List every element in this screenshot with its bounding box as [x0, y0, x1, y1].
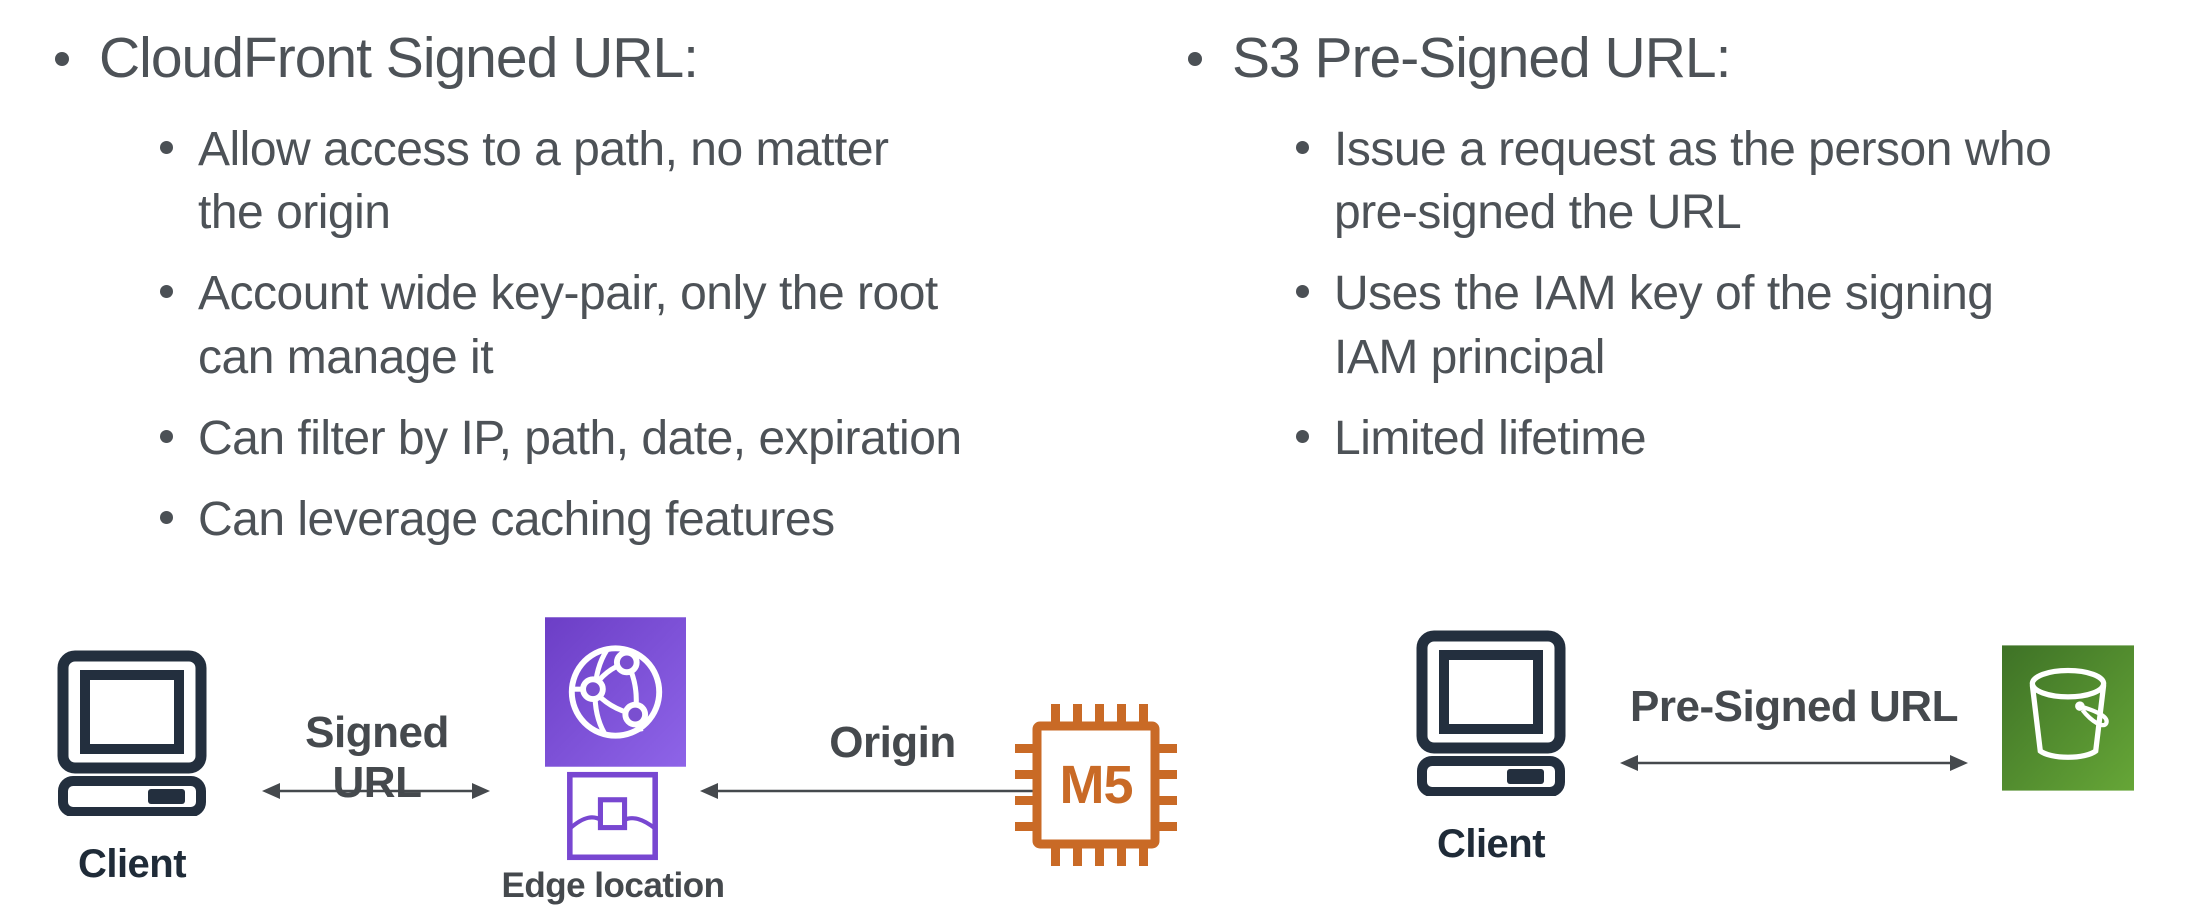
bullet-icon [1296, 285, 1309, 299]
edge-location-label: Edge location [501, 866, 725, 905]
right-heading: S3 Pre-Signed URL: [1232, 26, 1731, 90]
cloudfront-globe-icon [545, 617, 686, 767]
bullet-icon [1296, 140, 1309, 154]
bullet-icon [55, 52, 69, 66]
bullet-item: Uses the IAM key of the signing IAM prin… [1296, 262, 2188, 390]
pre-signed-url-arrow-icon [1620, 755, 1968, 771]
signed-url-label: Signed URL [305, 708, 449, 807]
right-column: S3 Pre-Signed URL: Issue a request as th… [1188, 26, 2188, 488]
bullet-item: Allow access to a path, no matter the or… [160, 118, 1135, 246]
right-bullet-list: Issue a request as the person who pre-si… [1296, 118, 2188, 471]
signed-url-arrow-icon [262, 783, 490, 799]
left-client-node: Client [56, 650, 208, 887]
bullet-icon [160, 510, 173, 524]
laptop-computer-icon [57, 650, 207, 816]
left-heading-row: CloudFront Signed URL: [55, 26, 1135, 92]
client-label: Client [1436, 822, 1546, 866]
left-column: CloudFront Signed URL: Allow access to a… [55, 26, 1135, 569]
client-label: Client [77, 842, 187, 886]
s3-bucket-icon [2002, 645, 2134, 791]
origin-label: Origin [829, 718, 956, 767]
bullet-item: Can filter by IP, path, date, expiration [160, 407, 1135, 471]
bullet-item: Account wide key-pair, only the root can… [160, 262, 1135, 390]
ec2-instance-node: M5 [1013, 702, 1179, 868]
bullet-item: Issue a request as the person who pre-si… [1296, 118, 2188, 246]
bullet-icon [160, 429, 173, 443]
bullet-icon [160, 140, 173, 154]
left-heading: CloudFront Signed URL: [99, 26, 699, 90]
ec2-m5-chip-icon [1015, 704, 1177, 866]
pre-signed-url-label: Pre-Signed URL [1630, 682, 1958, 731]
bullet-icon [1188, 52, 1202, 66]
bullet-item: Can leverage caching features [160, 488, 1135, 552]
left-bullet-list: Allow access to a path, no matter the or… [160, 118, 1135, 552]
right-client-node: Client [1415, 630, 1567, 867]
bullet-icon [1296, 429, 1309, 443]
laptop-computer-icon [1416, 630, 1566, 796]
instance-type-label: M5 [1059, 755, 1133, 815]
bullet-item: Limited lifetime [1296, 407, 2188, 471]
right-heading-row: S3 Pre-Signed URL: [1188, 26, 2188, 92]
bullet-icon [160, 285, 173, 299]
edge-location-icon [567, 771, 658, 861]
